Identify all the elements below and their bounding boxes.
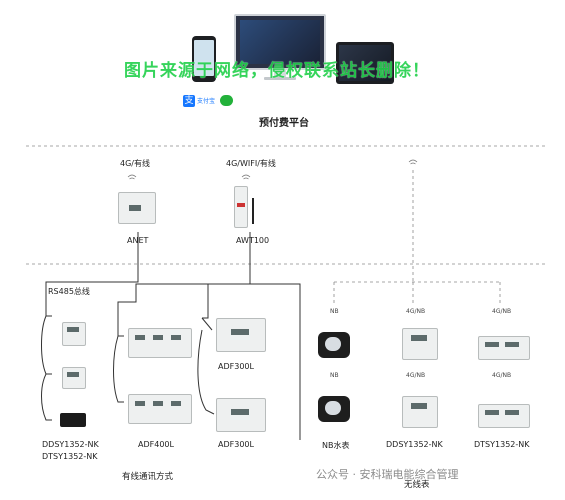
wired-caption: 有线通讯方式	[122, 472, 174, 482]
antenna-icon	[252, 198, 254, 224]
dtsy-wireless-tag-mid: 4G/NB	[492, 372, 512, 379]
adf300l-meter-1	[216, 318, 266, 352]
dtsy-wireless-tag-top: 4G/NB	[492, 308, 512, 315]
ddsy1352-wireless-meter-1	[402, 328, 438, 360]
adf300l-meter-2	[216, 398, 266, 432]
nb-water-meter-tag-top: NB	[330, 308, 339, 315]
platform-title: 预付费平台	[259, 118, 309, 129]
anet-label: ANET	[127, 236, 149, 245]
desktop-monitor-image	[234, 14, 326, 80]
nb-water-meter-2	[318, 396, 350, 422]
watermark-text: 图片来源于网络，侵权联系站长删除！	[124, 61, 430, 81]
rs485-bus-label: RS485总线	[48, 287, 90, 296]
adf400l-meter-2	[128, 394, 192, 424]
adf300l-label-top: ADF300L	[218, 362, 254, 371]
dtsy1352-wireless-meter-1	[478, 336, 530, 360]
nb-water-meter-tag-mid: NB	[330, 372, 339, 379]
single-phase-meter-1	[62, 322, 86, 346]
ddsy-wireless-tag-top: 4G/NB	[406, 308, 426, 315]
rs485-bus	[41, 232, 301, 440]
smartphone-image	[192, 36, 216, 82]
single-phase-meter-2	[62, 367, 86, 389]
dtsy1352-label: DTSY1352-NK	[42, 452, 98, 461]
wechat-logo	[220, 95, 233, 106]
adf300l-label-bottom: ADF300L	[218, 440, 254, 449]
awt100-gateway-device	[234, 186, 248, 228]
awt100-connection-label: 4G/WIFI/有线	[226, 159, 276, 168]
adf400l-label: ADF400L	[138, 440, 174, 449]
tablet-image	[336, 42, 394, 84]
awt100-label: AWT100	[236, 236, 270, 245]
anet-gateway-device	[118, 192, 156, 224]
adf400l-meter-1	[128, 328, 192, 358]
nb-water-meter-1	[318, 332, 350, 358]
alipay-logo: 支	[183, 95, 195, 107]
dtsy1352-wireless-meter-2	[478, 404, 530, 428]
ddsy1352-wireless-label: DDSY1352-NK	[386, 440, 443, 449]
dtsy1352-wireless-label: DTSY1352-NK	[474, 440, 530, 449]
footer-wechat-account: 公众号 · 安科瑞电能综合管理	[316, 468, 459, 481]
wireless-caption: 无线表	[404, 480, 430, 490]
ddsy1352-label: DDSY1352-NK	[42, 440, 99, 449]
terminal-block	[60, 413, 86, 427]
ddsy1352-wireless-meter-2	[402, 396, 438, 428]
ddsy-wireless-tag-mid: 4G/NB	[406, 372, 426, 379]
anet-connection-label: 4G/有线	[120, 159, 150, 168]
nb-water-meter-label: NB水表	[322, 441, 350, 450]
alipay-text: 支付宝	[197, 98, 216, 105]
signal-icons	[127, 159, 418, 180]
